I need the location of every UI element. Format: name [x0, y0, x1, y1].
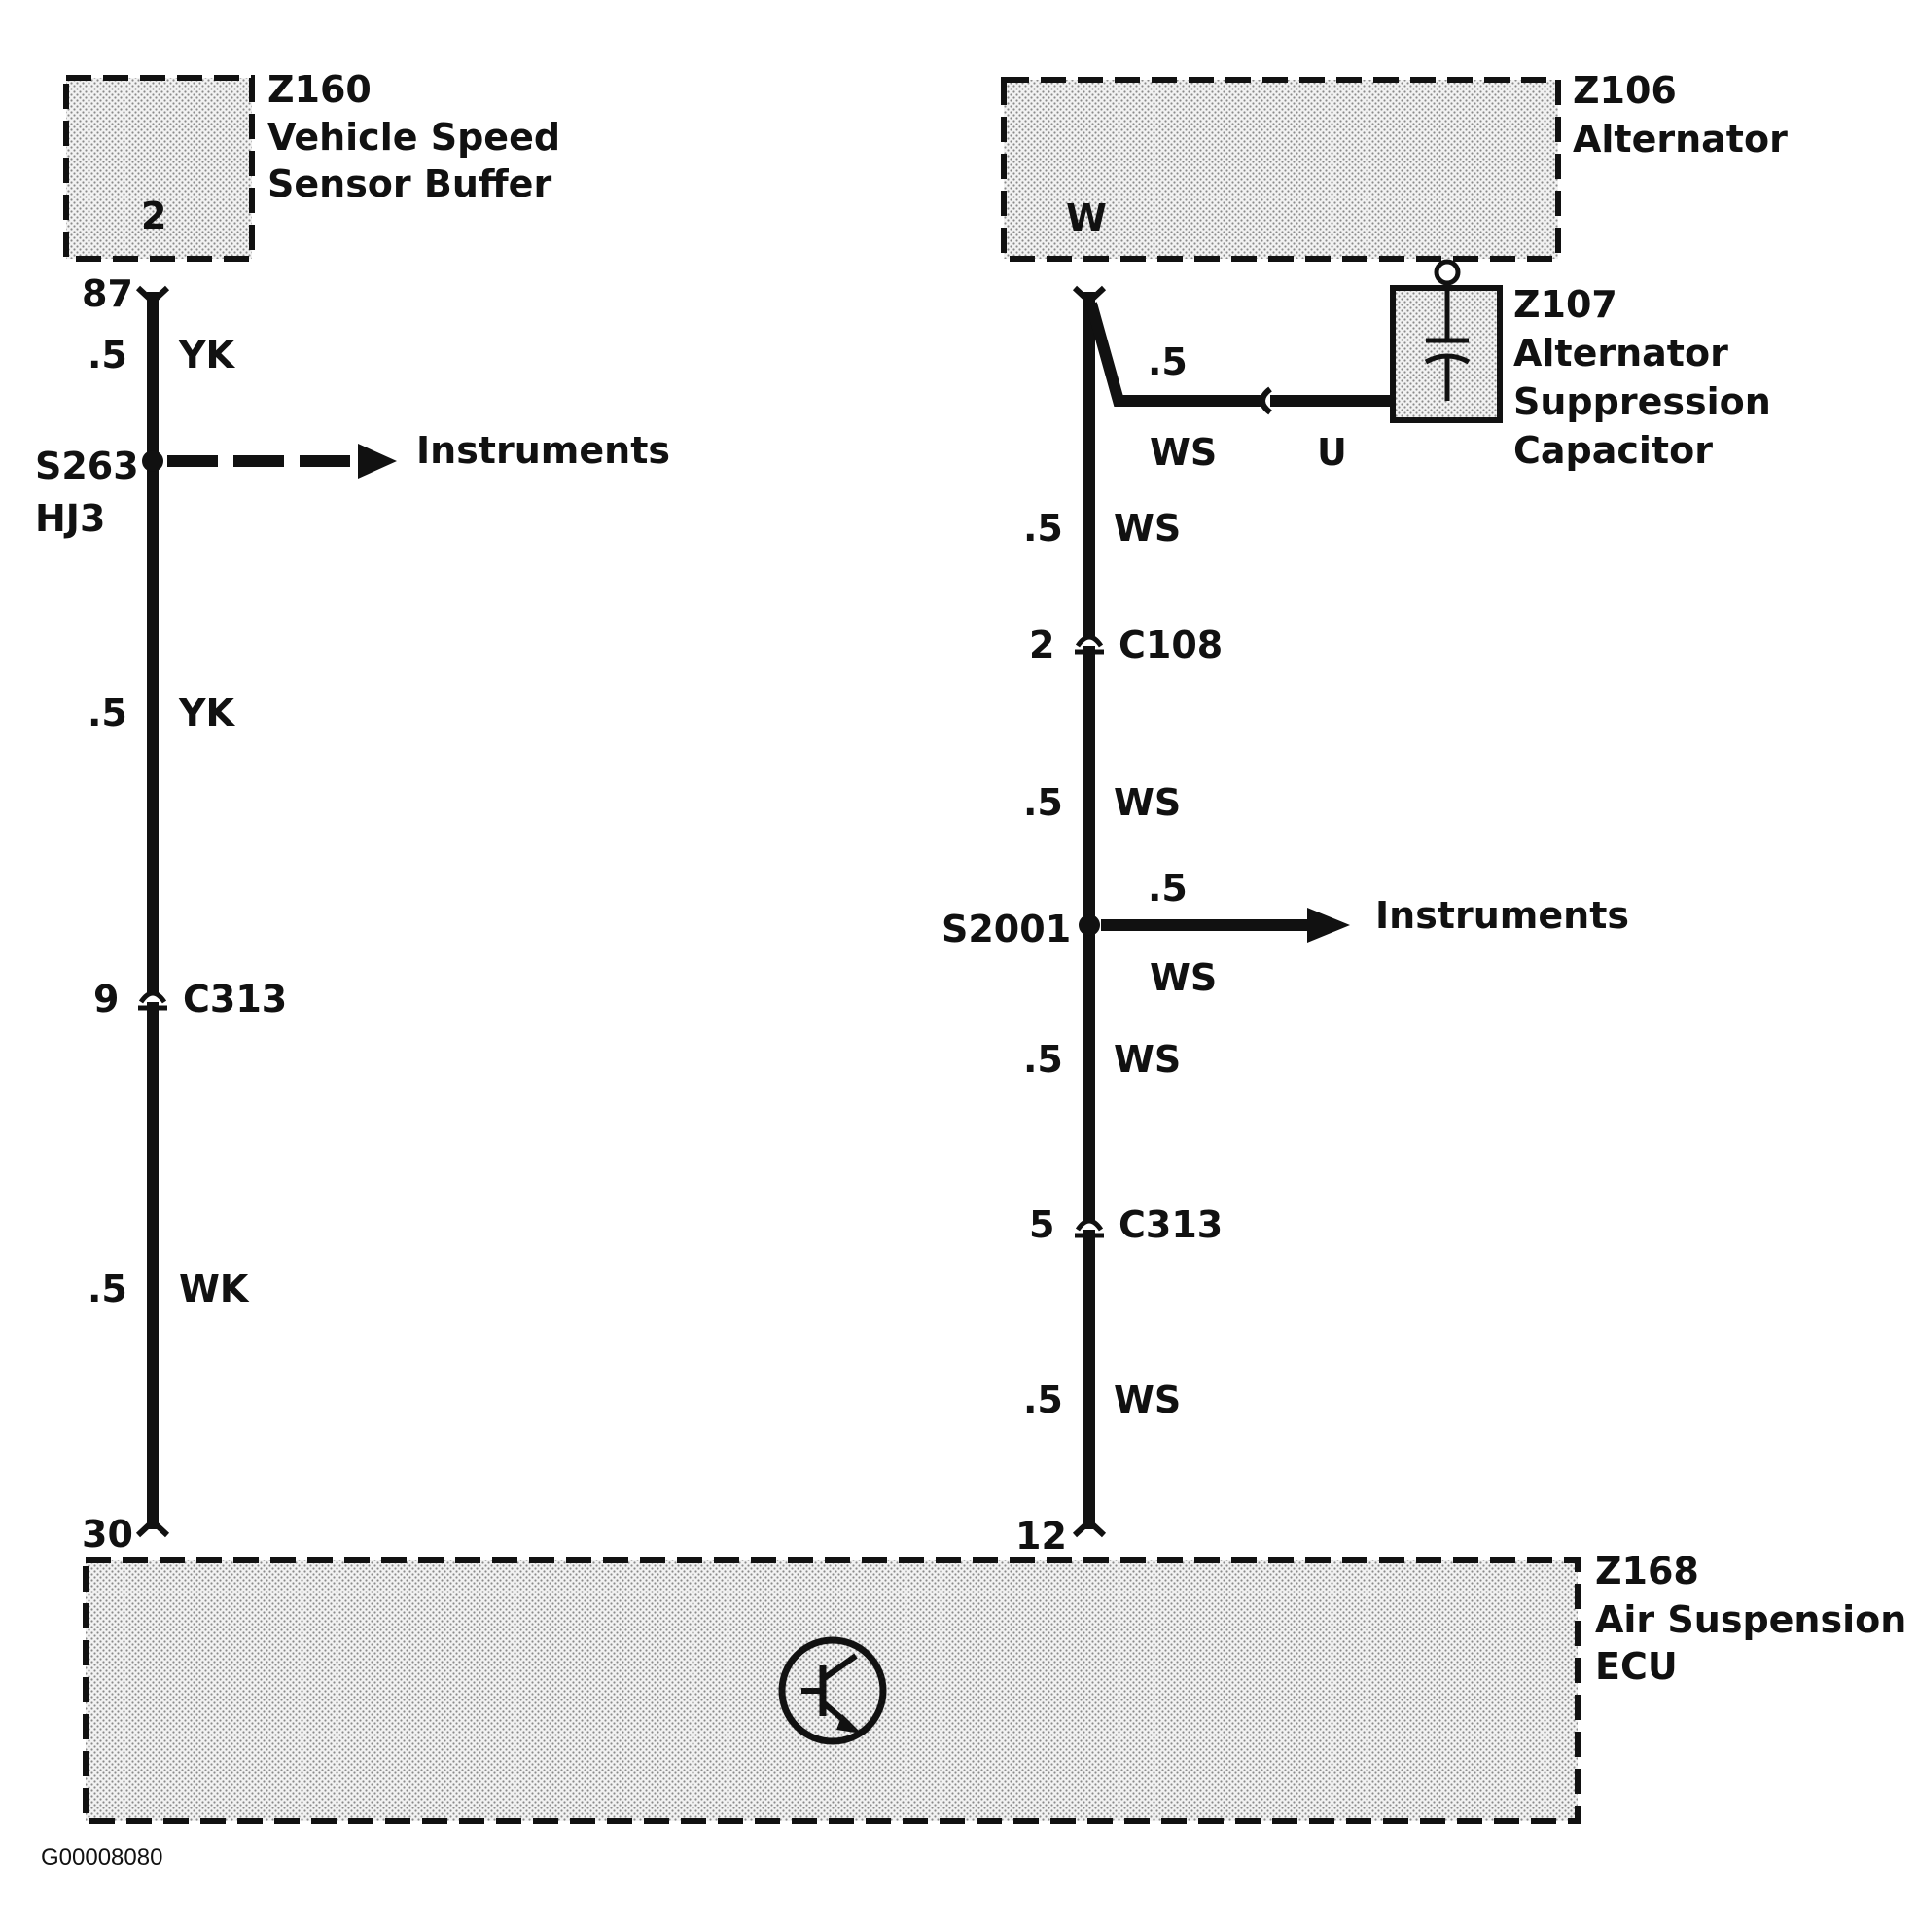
s2001-branch-color: WS	[1150, 956, 1217, 999]
capacitor-icon	[1424, 283, 1471, 401]
left-seg3-color: WK	[179, 1268, 250, 1310]
branch-color2: U	[1317, 431, 1347, 474]
right-seg4-color: WS	[1114, 1378, 1181, 1421]
s263-splice-dot	[142, 450, 163, 472]
z107-ground-terminal	[1434, 259, 1461, 286]
z160-box	[63, 75, 255, 262]
branch-color: WS	[1150, 431, 1217, 474]
c108-pin: 2	[1029, 624, 1054, 666]
z168-air-suspension-ecu: Z168 Air Suspension ECU	[83, 1550, 1906, 1824]
left-seg2-color: YK	[178, 692, 236, 734]
z160-vehicle-speed-sensor-buffer: 2 Z160 Vehicle Speed Sensor Buffer	[63, 68, 560, 262]
c313-left-id: C313	[183, 978, 287, 1020]
z107-name-line2: Suppression	[1513, 380, 1771, 423]
right-top-terminal	[1072, 285, 1107, 306]
left-bottom-terminal	[135, 1517, 170, 1538]
z107-id: Z107	[1513, 283, 1617, 326]
right-bottom-pin: 12	[1015, 1515, 1067, 1557]
z160-name-line2: Sensor Buffer	[267, 162, 551, 205]
s2001-branch-size: .5	[1148, 867, 1188, 910]
s2001-destination: Instruments	[1375, 894, 1629, 937]
left-bottom-pin: 30	[82, 1513, 133, 1556]
left-seg3-size: .5	[88, 1268, 127, 1310]
z106-name: Alternator	[1573, 118, 1788, 161]
z107-suppression-capacitor: Z107 Alternator Suppression Capacitor	[1390, 259, 1771, 472]
z107-name-line1: Alternator	[1513, 332, 1728, 375]
s263-sub-id: HJ3	[35, 497, 105, 540]
branch-size: .5	[1148, 340, 1188, 383]
right-seg1-size: .5	[1023, 507, 1063, 550]
z106-box	[1001, 77, 1561, 262]
s2001-arrow-head	[1307, 908, 1350, 943]
z106-alternator: W Z106 Alternator	[1001, 69, 1788, 262]
right-seg3-color: WS	[1114, 1038, 1181, 1081]
z160-pin: 2	[141, 195, 166, 237]
z168-box	[83, 1557, 1581, 1824]
capacitor-branch-connector	[1260, 386, 1272, 415]
right-seg2-color: WS	[1114, 781, 1181, 824]
left-seg1-size: .5	[88, 334, 127, 376]
right-circuit: .5 WS U .5 WS 2 C108 .5 WS S2001 .5 WS I…	[941, 285, 1629, 1557]
z160-name-line1: Vehicle Speed	[267, 116, 560, 159]
s2001-id: S2001	[941, 908, 1071, 950]
z107-name-line3: Capacitor	[1513, 429, 1713, 472]
z168-name-line1: Air Suspension	[1595, 1598, 1906, 1641]
c313-right-connector-symbol	[1075, 1218, 1104, 1238]
z106-pin: W	[1066, 197, 1107, 239]
right-seg1-color: WS	[1114, 507, 1181, 550]
left-top-terminal	[135, 285, 170, 306]
z168-id: Z168	[1595, 1550, 1699, 1592]
left-seg1-color: YK	[178, 334, 236, 376]
capacitor-branch-wire	[1085, 302, 1261, 407]
s263-arrow-head	[358, 444, 397, 479]
s263-id: S263	[35, 445, 139, 487]
s263-destination: Instruments	[416, 429, 670, 472]
z106-id: Z106	[1573, 69, 1677, 112]
s2001-splice-dot	[1079, 914, 1100, 936]
right-bottom-terminal	[1072, 1517, 1107, 1538]
right-seg4-size: .5	[1023, 1378, 1063, 1421]
c313-right-id: C313	[1119, 1203, 1223, 1246]
left-circuit: 87 .5 YK S263 HJ3 Instruments .5 YK 9 C3…	[35, 272, 670, 1556]
transistor-icon	[778, 1636, 887, 1745]
z168-name-line2: ECU	[1595, 1645, 1678, 1688]
figure-code: G00008080	[41, 1844, 162, 1871]
left-seg2-size: .5	[88, 692, 127, 734]
left-top-pin: 87	[82, 272, 133, 315]
z160-id: Z160	[267, 68, 372, 111]
c313-right-pin: 5	[1029, 1203, 1054, 1246]
c108-connector-symbol	[1075, 634, 1104, 655]
c108-id: C108	[1119, 624, 1223, 666]
c313-left-pin: 9	[93, 978, 119, 1020]
right-seg2-size: .5	[1023, 781, 1063, 824]
c313-left-connector-symbol	[138, 990, 167, 1011]
right-seg3-size: .5	[1023, 1038, 1063, 1081]
